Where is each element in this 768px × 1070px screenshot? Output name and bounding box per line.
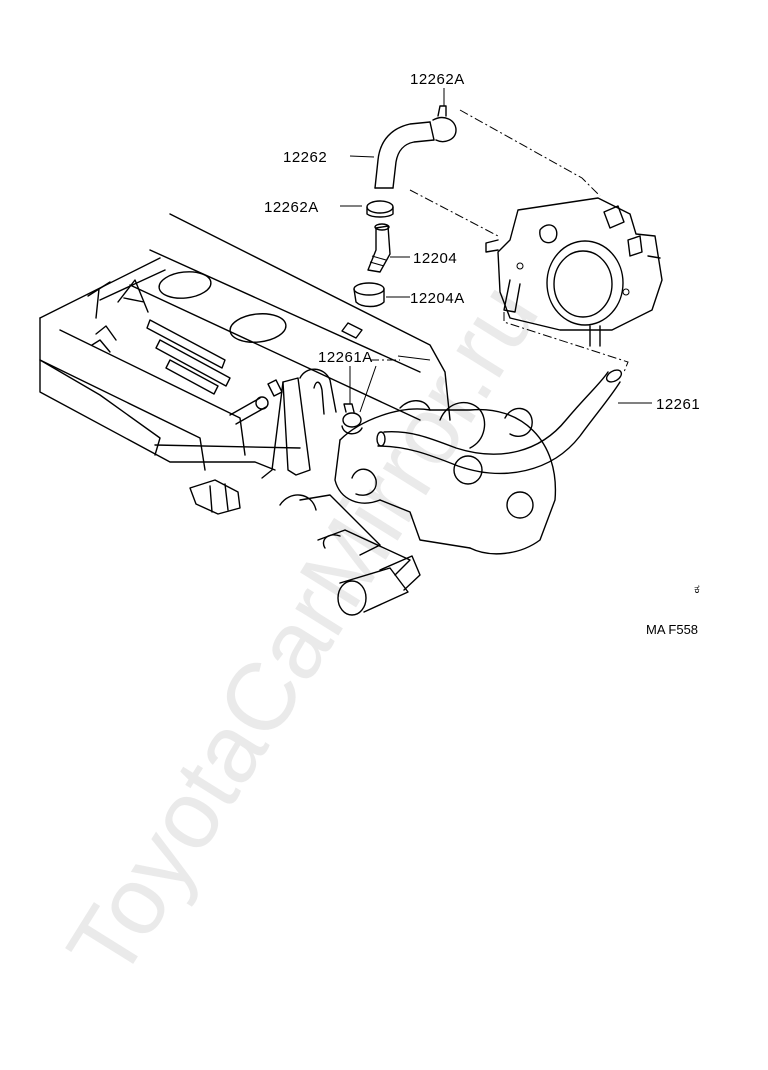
hose-clip-12262A-lower-drawing (366, 200, 394, 218)
water-outlet-housing-drawing (279, 400, 557, 616)
part-label-12262A-lower: 12262A (264, 199, 319, 216)
stray-mark: ಕ (694, 581, 700, 596)
watermark-text: ToyotaCarMirror.ru (47, 265, 559, 996)
part-label-12262A-upper: 12262A (410, 71, 465, 88)
part-label-12262: 12262 (283, 149, 327, 166)
part-label-12204: 12204 (413, 250, 457, 267)
reference-lines (370, 109, 629, 373)
hose-12262-drawing (374, 121, 435, 189)
hose-clip-12262A-upper-drawing (432, 105, 457, 143)
grommet-12204A-drawing (353, 282, 385, 308)
hose-clip-12261A-drawing (341, 403, 363, 435)
leader-lines (340, 88, 652, 413)
hose-12261-drawing (376, 369, 623, 475)
pipe-12204-drawing (367, 223, 391, 273)
part-label-12261A: 12261A (318, 349, 373, 366)
part-label-12261: 12261 (656, 396, 700, 413)
engine-cylinder-head-drawing (39, 213, 451, 515)
part-label-12204A: 12204A (410, 290, 465, 307)
figure-code: MA F558 (646, 622, 698, 637)
throttle-body-drawing (485, 197, 663, 347)
